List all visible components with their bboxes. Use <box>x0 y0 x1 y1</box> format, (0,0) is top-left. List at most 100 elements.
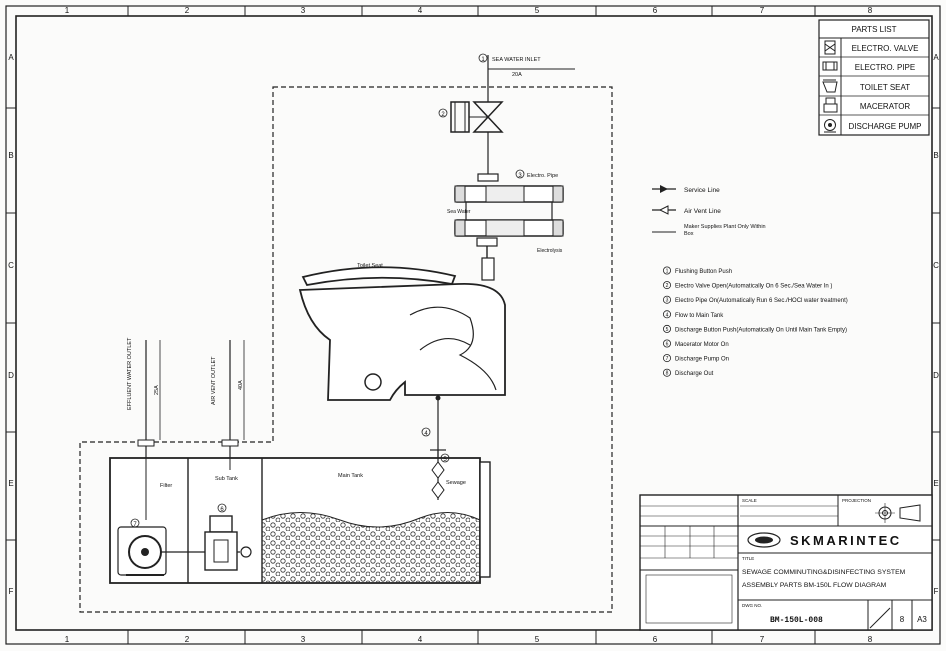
step-number: 8 <box>666 371 669 377</box>
step-text: Discharge Out <box>675 371 714 377</box>
electro-pipe-label: Electro. Pipe <box>527 173 558 179</box>
col-label: 8 <box>868 6 873 15</box>
effluent-size: 25A <box>154 385 160 395</box>
pipe-icon <box>822 61 838 71</box>
step-number-circle <box>663 324 672 333</box>
parts-item-label: MACERATOR <box>860 102 911 111</box>
title-field-label: TITLE <box>742 556 754 561</box>
air-vent-size: 40A <box>238 380 244 390</box>
col-label: 4 <box>418 635 423 644</box>
step-number-circle <box>663 354 672 363</box>
company-name: SKMARINTEC <box>790 533 902 548</box>
step-number: 2 <box>666 283 669 289</box>
col-label: 2 <box>185 635 190 644</box>
parts-list: PARTS LIST ELECTRO. VALVE ELECTRO. PIPE … <box>818 19 930 136</box>
drawing-number: BM-150L-008 <box>770 616 823 625</box>
toilet-icon <box>822 79 838 93</box>
col-label: 8 <box>868 635 873 644</box>
col-label: 3 <box>301 6 306 15</box>
drawing-title-line-2: ASSEMBLY PARTS BM-150L FLOW DIAGRAM <box>742 582 887 589</box>
col-label: 2 <box>185 6 190 15</box>
dwg-no-field-label: DWG NO. <box>742 603 762 608</box>
step-number: 4 <box>666 312 669 318</box>
air-vent-outlet: AIR VENT OUTLET 40A <box>211 340 245 458</box>
toilet-drain-line: 4 <box>421 395 441 460</box>
step-number-circle <box>663 310 672 319</box>
effluent-outlet: EFFLUENT WATER OUTLET 25A <box>127 337 161 458</box>
macerator: 6 <box>204 503 252 571</box>
legend-service-line: Service Line <box>684 187 720 194</box>
row-label: E <box>933 479 938 488</box>
callout-number: 1 <box>481 57 485 63</box>
col-label: 1 <box>65 6 70 15</box>
step-text: Flow to Main Tank <box>675 313 724 319</box>
scale-field-label: SCALE <box>742 498 757 503</box>
line-legend: Service Line Air Vent Line Maker Supplie… <box>652 185 766 237</box>
parts-item-label: TOILET SEAT <box>860 83 910 92</box>
drawing-title-line-1: SEWAGE COMMINUTING&DISINFECTING SYSTEM <box>742 569 906 576</box>
col-label: 5 <box>535 635 540 644</box>
callout-number: 2 <box>441 112 445 118</box>
parts-item-label: ELECTRO. PIPE <box>855 63 915 72</box>
air-vent-outlet-label: AIR VENT OUTLET <box>211 356 217 405</box>
macerator-icon <box>823 97 838 113</box>
step-number: 5 <box>666 327 669 333</box>
electrolysis-label: Electrolysis <box>537 248 563 254</box>
col-label: 7 <box>760 635 765 644</box>
step-number: 1 <box>666 269 669 275</box>
projection-symbol-icon <box>875 503 921 523</box>
step-number-circle <box>663 266 672 275</box>
legend-air-vent-line: Air Vent Line <box>684 208 721 215</box>
callout-number: 4 <box>424 431 428 437</box>
sheet-number: 8 <box>900 615 905 624</box>
step-number-circle <box>663 339 672 348</box>
sewage-label: Sewage <box>446 480 466 486</box>
col-label: 3 <box>301 635 306 644</box>
row-label: C <box>8 261 14 270</box>
parts-list-title: PARTS LIST <box>851 25 896 34</box>
row-label: B <box>8 151 13 160</box>
pump-icon <box>824 119 836 133</box>
effluent-outlet-label: EFFLUENT WATER OUTLET <box>127 337 133 410</box>
step-text: Macerator Motor On <box>675 342 729 348</box>
discharge-pump: 7 <box>117 518 240 576</box>
callout-number: 3 <box>518 173 522 179</box>
step-text: Discharge Button Push(Automatically On U… <box>675 327 847 333</box>
step-number: 3 <box>666 298 669 304</box>
callout-number: 5 <box>443 457 447 463</box>
step-text: Electro Valve Open(Automatically On 6 Se… <box>675 284 832 290</box>
title-block: SCALE PROJECTION SKMARINTEC TITLE SEWAGE… <box>639 494 933 631</box>
sea-water-label: Sea Water <box>447 209 471 215</box>
step-text: Flushing Button Push <box>675 269 732 275</box>
sea-water-inlet: 1 SEA WATER INLET 20A <box>478 53 575 102</box>
row-label: F <box>9 587 14 596</box>
col-label: 5 <box>535 6 540 15</box>
col-label: 7 <box>760 6 765 15</box>
step-text: Discharge Pump On <box>675 357 729 363</box>
row-label: C <box>933 261 939 270</box>
toilet-seat-label: Toilet Seat <box>357 263 383 269</box>
parts-item-label: DISCHARGE PUMP <box>849 122 922 131</box>
electro-pipe-assembly: 3 Electro. Pipe Sea Water Electrolysis <box>447 169 564 281</box>
step-number-circle <box>663 368 672 377</box>
row-label: F <box>934 587 939 596</box>
row-label: A <box>933 53 939 62</box>
row-label: A <box>8 53 14 62</box>
maker-supply-boundary <box>79 86 613 613</box>
col-label: 4 <box>418 6 423 15</box>
step-text: Electro Pipe On(Automatically Run 6 Sec.… <box>675 298 848 304</box>
col-label: 6 <box>653 6 658 15</box>
row-label: B <box>933 151 938 160</box>
parts-item-label: ELECTRO. VALVE <box>852 44 919 53</box>
company-logo <box>747 532 781 548</box>
sea-water-inlet-label: SEA WATER INLET <box>492 57 541 63</box>
step-number: 7 <box>666 356 669 362</box>
sheet-size: A3 <box>917 615 927 624</box>
col-label: 6 <box>653 635 658 644</box>
tank-assembly: Filter Sub Tank Main Tank Sewage <box>109 457 491 584</box>
filter-label: Filter <box>160 483 172 489</box>
callout-1-marker <box>478 53 488 63</box>
step-number: 6 <box>666 342 669 348</box>
